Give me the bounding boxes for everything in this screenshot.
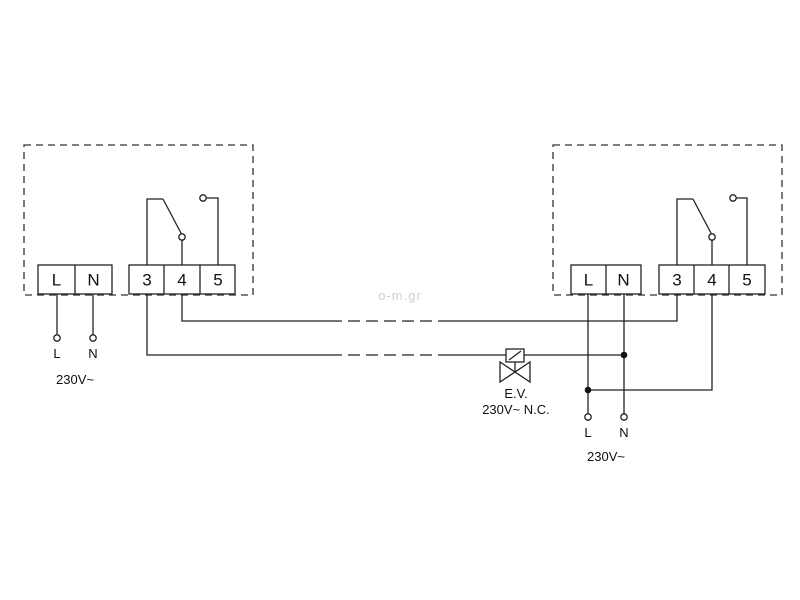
left-supply-n-label: N (88, 346, 97, 361)
right-unit: L N 3 4 5 L N 230V~ (552, 144, 783, 464)
valve-body-left-icon (499, 360, 517, 384)
right-terminal-5-label: 5 (742, 271, 751, 290)
left-terminal-3-label: 3 (142, 271, 151, 290)
right-supply-l-label: L (584, 425, 591, 440)
left-unit: L N 3 4 5 L N 230V~ (23, 144, 254, 387)
left-relay-switch (146, 194, 219, 265)
junction-node-line (584, 386, 592, 394)
watermark: o-m.gr (378, 288, 422, 303)
interconnect-wires (146, 294, 713, 394)
right-supply-voltage-label: 230V~ (587, 449, 625, 464)
solenoid-valve: E.V. 230V~ N.C. (482, 348, 550, 417)
right-supply-n-terminal (620, 413, 628, 421)
right-terminal-n-label: N (617, 271, 629, 290)
left-terminal-n-label: N (87, 271, 99, 290)
left-supply-l-terminal (53, 334, 61, 342)
left-supply-voltage-label: 230V~ (56, 372, 94, 387)
right-terminal-3-label: 3 (672, 271, 681, 290)
valve-name-label: E.V. (504, 386, 527, 401)
right-power-terminal-block: L N (570, 264, 642, 295)
left-supply-l-label: L (53, 346, 60, 361)
wire-right4-to-line (584, 294, 713, 394)
valve-body-right-icon (513, 360, 531, 384)
wire-left4-to-right3 (181, 294, 678, 322)
right-supply-n-label: N (619, 425, 628, 440)
left-unit-enclosure (23, 144, 254, 296)
valve-rating-label: 230V~ N.C. (482, 402, 550, 417)
left-terminal-l-label: L (52, 271, 61, 290)
left-terminal-4-label: 4 (177, 271, 186, 290)
right-terminal-4-label: 4 (707, 271, 716, 290)
left-relay-terminal-block: 3 4 5 (128, 264, 236, 295)
left-power-terminal-block: L N (37, 264, 113, 295)
wire-left3-to-valve (146, 294, 628, 359)
left-supply-n-terminal (89, 334, 97, 342)
right-relay-switch (676, 194, 748, 265)
junction-node-neutral (620, 351, 628, 359)
left-terminal-5-label: 5 (213, 271, 222, 290)
right-unit-enclosure (552, 144, 783, 296)
right-relay-terminal-block: 3 4 5 (658, 264, 766, 295)
right-supply-l-terminal (584, 413, 592, 421)
right-supply-leads: L N 230V~ (584, 294, 629, 464)
left-supply-leads: L N 230V~ (53, 294, 98, 387)
right-terminal-l-label: L (584, 271, 593, 290)
